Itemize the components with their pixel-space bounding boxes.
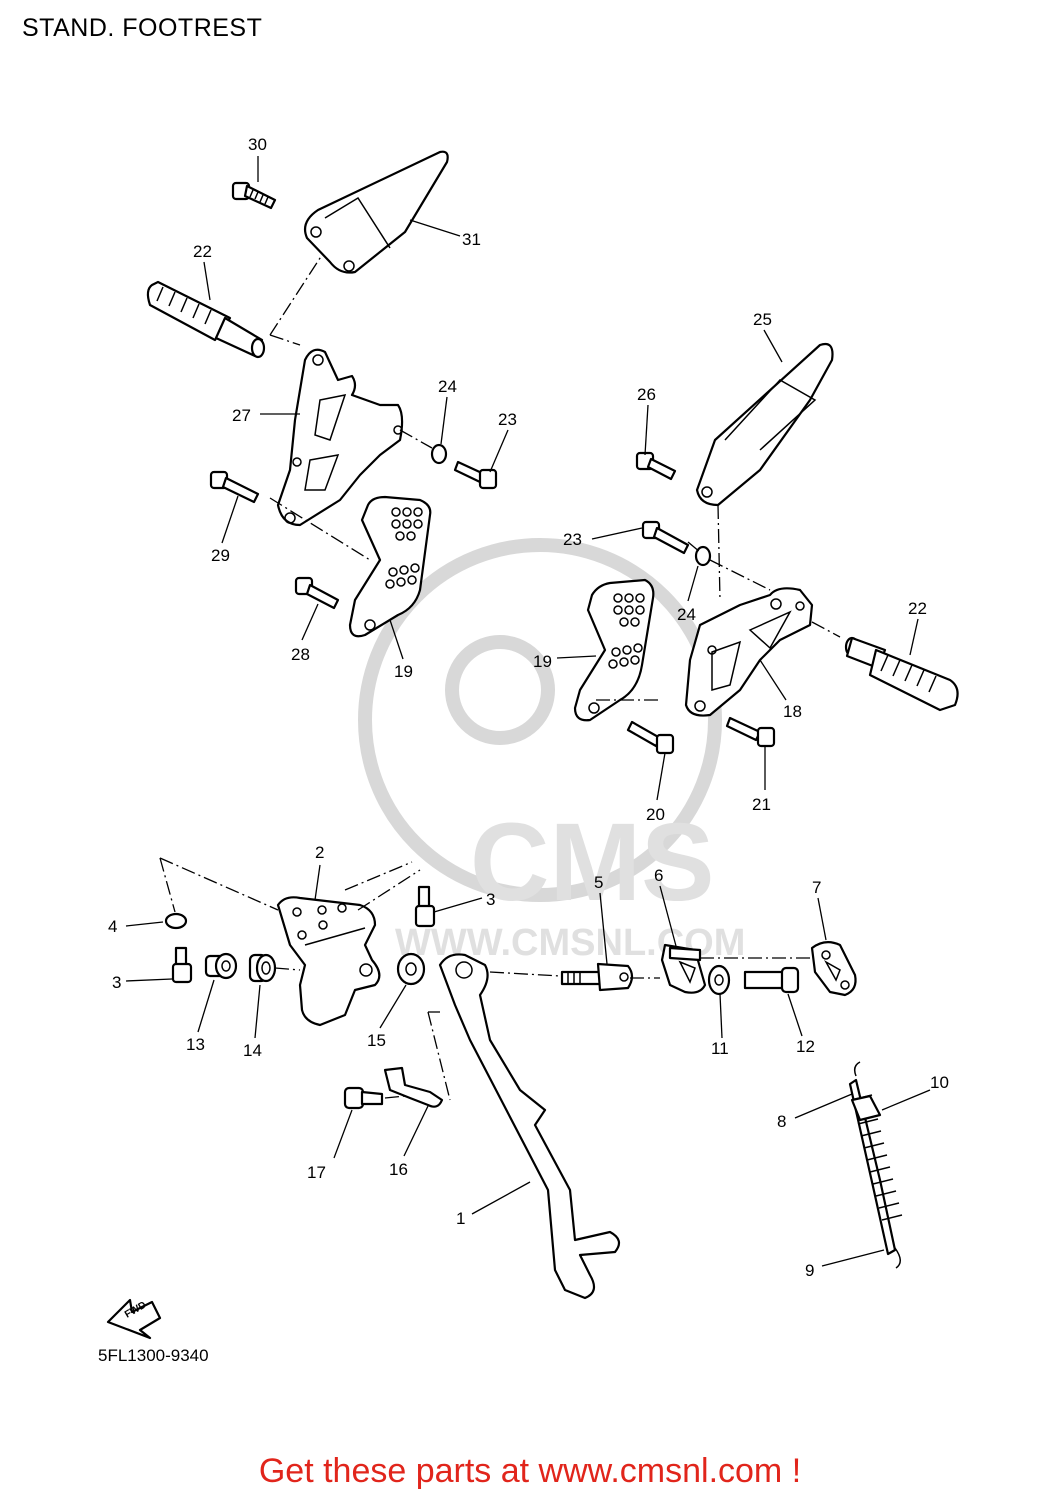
right-footrest-assembly <box>573 342 959 755</box>
part-label-19-right: 19 <box>533 652 552 671</box>
bracket-16-shape <box>383 1066 444 1108</box>
part-label-22-right: 22 <box>908 599 927 618</box>
part-label-3-right: 3 <box>486 890 495 909</box>
part-label-29: 29 <box>211 546 230 565</box>
part-label-15: 15 <box>367 1031 386 1050</box>
plate-19-left-holes <box>364 507 423 631</box>
heel-guard-31-shape <box>303 150 449 274</box>
bolt-30-shape <box>231 181 277 210</box>
part-label-16: 16 <box>389 1160 408 1179</box>
part-label-19-left: 19 <box>394 662 413 681</box>
part-label-8: 8 <box>777 1112 786 1131</box>
washer-24-right-shape <box>694 545 712 567</box>
leader-lines <box>125 156 931 1267</box>
bolt-3-right-shape <box>414 885 436 928</box>
washer-24-left-shape <box>430 443 448 465</box>
fwd-arrow-icon: FWD <box>106 1298 162 1340</box>
cta-banner[interactable]: Get these parts at www.cmsnl.com ! <box>0 1452 1060 1491</box>
part-label-22-left: 22 <box>193 242 212 261</box>
part-label-6: 6 <box>654 866 663 885</box>
bushing-14-shape <box>248 953 277 983</box>
heel-guard-25-shape <box>695 342 834 507</box>
plate-7-shape <box>810 941 857 997</box>
part-label-21: 21 <box>752 795 771 814</box>
bolt-28-shape <box>294 576 340 610</box>
part-label-23-right: 23 <box>563 530 582 549</box>
part-label-30: 30 <box>248 135 267 154</box>
watermark-logo-text: CMS <box>470 801 714 924</box>
bolt-29-shape <box>209 470 260 504</box>
part-label-31: 31 <box>462 230 481 249</box>
washer-4-shape <box>164 912 188 930</box>
part-label-11: 11 <box>711 1039 729 1058</box>
bolt-26-shape <box>635 451 677 481</box>
plate-6-shape <box>660 943 707 994</box>
part-label-9: 9 <box>805 1261 814 1280</box>
part-label-24-left: 24 <box>438 377 457 396</box>
part-label-7: 7 <box>812 878 821 897</box>
bolt-21-shape <box>725 716 776 748</box>
collar-13-shape <box>204 952 238 980</box>
part-label-14: 14 <box>243 1041 262 1060</box>
footpeg-22-left-shape <box>146 280 266 359</box>
bracket-2-shape <box>276 896 381 1027</box>
sidestand-1-shape <box>438 953 621 1300</box>
bolt-20-shape <box>626 720 675 755</box>
plate-19-right-shape <box>573 578 655 722</box>
diagram-title: STAND. FOOTREST <box>22 14 263 42</box>
part-label-12: 12 <box>796 1037 815 1056</box>
spring-assembly-shape <box>848 1061 903 1269</box>
part-label-27: 27 <box>232 406 251 425</box>
part-label-1: 1 <box>456 1209 465 1228</box>
part-label-5: 5 <box>594 873 603 892</box>
part-label-2: 2 <box>315 843 324 862</box>
pin-5-shape <box>560 962 634 992</box>
part-label-23-left: 23 <box>498 410 517 429</box>
sidestand-assembly: FWD <box>106 885 903 1340</box>
bolt-23-left-shape <box>453 460 498 490</box>
part-label-3-left: 3 <box>112 973 121 992</box>
bolt-12-shape <box>743 966 800 994</box>
part-label-26: 26 <box>637 385 656 404</box>
part-labels: 30 31 22 27 24 23 29 28 19 25 26 23 24 2… <box>108 135 949 1280</box>
cta-link[interactable]: Get these parts at www.cmsnl.com ! <box>258 1452 802 1490</box>
part-label-25: 25 <box>753 310 772 329</box>
washer-11-shape <box>707 964 731 996</box>
washer-15-shape <box>396 952 426 986</box>
alignment-lines <box>159 254 841 1101</box>
part-label-4: 4 <box>108 917 117 936</box>
footpeg-22-right-shape <box>844 636 959 712</box>
plate-19-right-holes <box>588 593 645 714</box>
bolt-17-shape <box>343 1086 384 1110</box>
part-label-20: 20 <box>646 805 665 824</box>
part-label-28: 28 <box>291 645 310 664</box>
cms-watermark: CMS WWW.CMSNL.COM <box>358 538 745 964</box>
part-label-17: 17 <box>307 1163 326 1182</box>
bracket-18-shape <box>684 587 814 717</box>
part-label-18: 18 <box>783 702 802 721</box>
left-footrest-assembly <box>146 150 498 638</box>
diagram-reference-code: 5FL1300-9340 <box>98 1346 209 1365</box>
part-label-13: 13 <box>186 1035 205 1054</box>
bolt-3-left-shape <box>171 946 193 984</box>
part-label-10: 10 <box>930 1073 949 1092</box>
part-label-24-right: 24 <box>677 605 696 624</box>
bolt-23-right-shape <box>641 520 690 555</box>
